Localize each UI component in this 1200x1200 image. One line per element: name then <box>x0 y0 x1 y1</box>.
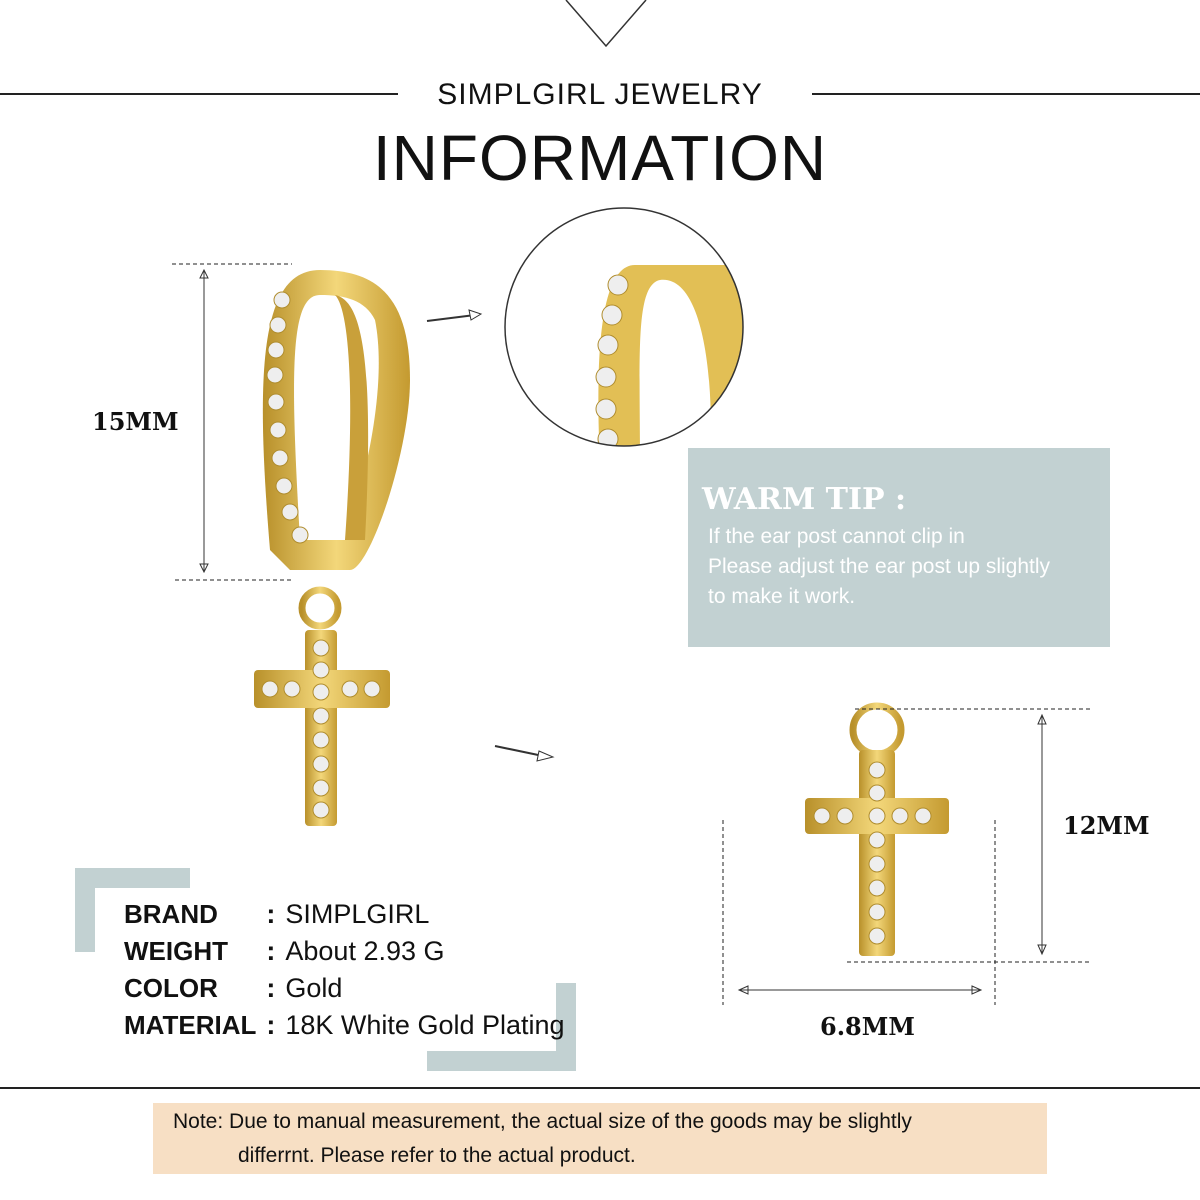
hoop-earring-image <box>172 263 410 826</box>
cross-height-label: 12MM <box>1063 811 1150 840</box>
spec-colon: : <box>266 973 276 1003</box>
spec-colon: : <box>266 1010 276 1040</box>
arrow-right-icon <box>426 309 483 322</box>
warm-tip-title: WARM TIP : <box>702 482 907 517</box>
warm-tip-line: Please adjust the ear post up slightly <box>708 555 1051 578</box>
hoop-detail-zoom-image <box>504 207 744 447</box>
divider <box>0 93 398 95</box>
brand-heading: SIMPLGIRL JEWELRY <box>437 78 763 111</box>
spec-label: MATERIAL <box>124 1010 257 1040</box>
chevron-down-icon <box>565 0 647 48</box>
warm-tip-box: WARM TIP : If the ear post cannot clip i… <box>688 448 1110 647</box>
note-line: differrnt. Please refer to the actual pr… <box>238 1144 636 1167</box>
arrow-right-icon <box>494 745 555 762</box>
divider <box>0 1087 1200 1089</box>
cross-dimension-image <box>722 702 1090 1005</box>
frame-corner <box>75 868 95 952</box>
warm-tip-line: If the ear post cannot clip in <box>708 525 965 548</box>
note-line: Note: Due to manual measurement, the act… <box>173 1110 912 1133</box>
spec-colon: : <box>266 899 276 929</box>
warm-tip-line: to make it work. <box>708 585 856 608</box>
spec-label: BRAND <box>124 899 218 929</box>
spec-value: 18K White Gold Plating <box>285 1010 565 1040</box>
divider <box>812 93 1200 95</box>
frame-corner <box>75 868 190 888</box>
spec-value: SIMPLGIRL <box>285 899 430 929</box>
spec-list: BRAND: SIMPLGIRL WEIGHT: About 2.93 G COLO… <box>124 896 565 1044</box>
spec-label: WEIGHT <box>124 936 228 966</box>
page-title: INFORMATION <box>372 122 828 194</box>
cross-width-label: 6.8MM <box>820 1012 915 1041</box>
frame-corner <box>427 1051 576 1071</box>
hoop-height-label: 15MM <box>92 407 179 436</box>
spec-colon: : <box>266 936 276 966</box>
spec-label: COLOR <box>124 973 218 1003</box>
spec-value: About 2.93 G <box>285 936 445 966</box>
measurement-note: Note: Due to manual measurement, the act… <box>153 1103 1047 1174</box>
spec-value: Gold <box>285 973 343 1003</box>
frame-corner <box>556 983 576 1071</box>
